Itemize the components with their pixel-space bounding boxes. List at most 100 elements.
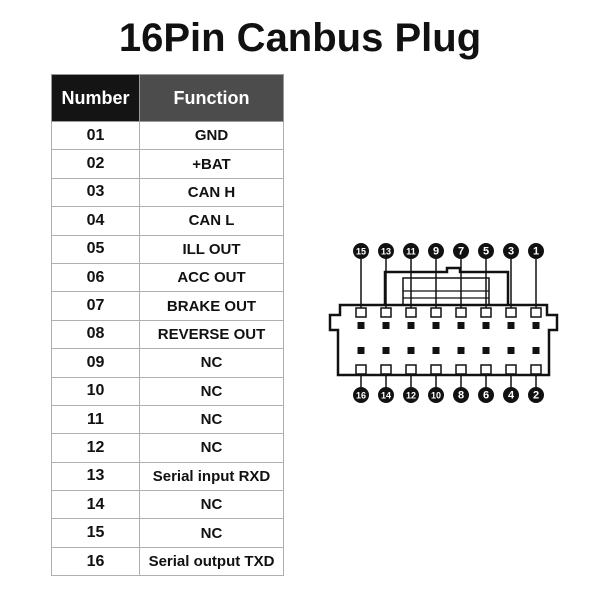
pin-function: NC [139,433,284,463]
pin-function: NC [139,376,284,406]
svg-text:1: 1 [533,246,539,258]
pin-contact [482,347,490,354]
pin-window [405,364,417,375]
pin-contact [357,322,365,329]
pin-label-14: 14 [378,387,394,403]
pin-label-8: 8 [453,387,469,403]
pin-number: 07 [51,291,140,321]
pin-contact [407,322,415,329]
pin-contact [432,347,440,354]
pin-window [380,307,392,318]
svg-text:3: 3 [508,246,514,258]
svg-text:14: 14 [381,391,391,401]
pin-label-16: 16 [353,387,369,403]
pin-label-12: 12 [403,387,419,403]
pin-number: 15 [51,518,140,548]
table-header-row: Number Function [51,74,284,122]
pin-contacts [355,307,542,375]
pin-function: ACC OUT [139,262,284,293]
pin-label-13: 13 [378,243,394,259]
pin-function: NC [139,348,284,378]
pin-label-2: 2 [528,387,544,403]
pin-contact [532,322,540,329]
svg-text:5: 5 [483,246,489,258]
pin-contact [457,347,465,354]
pin-label-6: 6 [478,387,494,403]
pin-function: ILL OUT [139,234,284,264]
pin-number: 14 [51,490,140,520]
pin-label-10: 10 [428,387,444,403]
svg-text:11: 11 [406,247,416,257]
pin-contact [407,347,415,354]
pin-number: 16 [51,546,140,577]
pin-function: BRAKE OUT [139,291,284,321]
pin-leader-lines [360,259,537,387]
pin-window [430,364,442,375]
pin-contact [482,322,490,329]
pin-window [530,364,542,375]
svg-text:16: 16 [356,391,366,401]
pin-number: 12 [51,433,140,463]
header-number: Number [51,74,140,122]
pin-label-4: 4 [503,387,519,403]
pin-function: CAN L [139,206,284,236]
pin-window [355,364,367,375]
pin-contact [457,322,465,329]
pin-window [530,307,542,318]
pin-window [455,364,467,375]
pin-contact [532,347,540,354]
connector-latch [383,266,510,305]
pin-window [455,307,467,318]
svg-text:13: 13 [381,247,391,257]
pin-label-3: 3 [503,243,519,259]
pin-label-5: 5 [478,243,494,259]
pin-function: CAN H [139,177,284,208]
pin-number: 03 [51,177,140,208]
pin-number: 04 [51,206,140,236]
pin-function: NC [139,404,284,435]
pin-function: NC [139,490,284,520]
svg-text:8: 8 [458,390,464,402]
pin-label-11: 11 [403,243,419,259]
pin-number: 05 [51,234,140,264]
svg-text:2: 2 [533,390,539,402]
pin-function: REVERSE OUT [139,319,284,350]
pin-window [505,307,517,318]
pin-number: 08 [51,319,140,350]
pin-contact [382,347,390,354]
pin-label-15: 15 [353,243,369,259]
pin-label-9: 9 [428,243,444,259]
svg-text:12: 12 [406,391,416,401]
pin-function: Serial output TXD [139,546,284,577]
pin-function: NC [139,518,284,548]
pin-contact [382,322,390,329]
pin-function: Serial input RXD [139,461,284,492]
pin-window [355,307,367,318]
pin-label-7: 7 [453,243,469,259]
pin-number: 13 [51,461,140,492]
table-row: 02+BAT [51,149,284,179]
header-function: Function [139,74,284,122]
svg-text:6: 6 [483,390,489,402]
pin-number: 06 [51,262,140,293]
pin-function: +BAT [139,149,284,179]
pin-contact [507,347,515,354]
pin-contact [357,347,365,354]
pin-function: GND [139,120,284,151]
page-title: 16Pin Canbus Plug [118,16,482,60]
pin-window [480,307,492,318]
pin-window [405,307,417,318]
